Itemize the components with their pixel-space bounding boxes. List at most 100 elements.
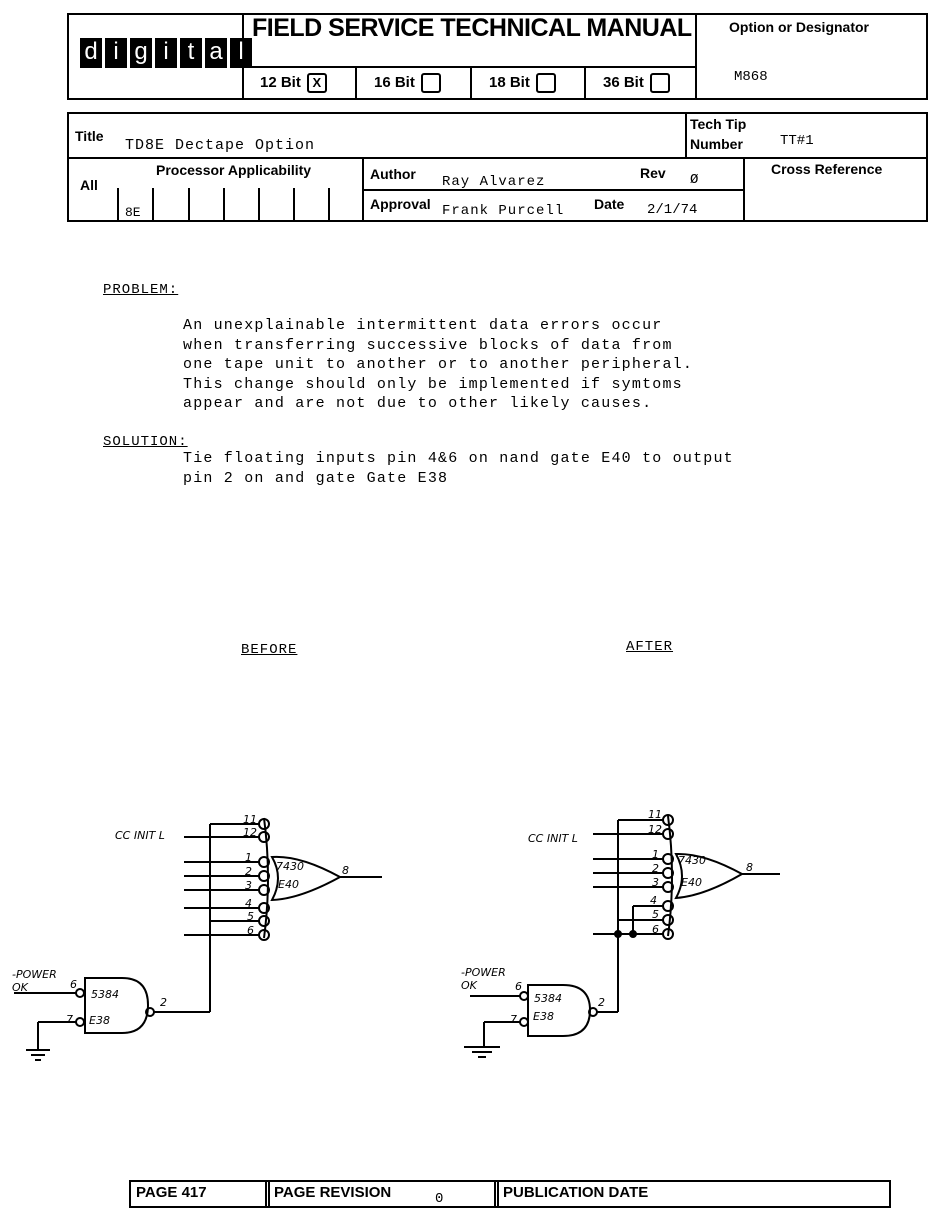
after-nand-chip: 7430 bbox=[678, 854, 706, 867]
after-pin-5: 5 bbox=[652, 908, 659, 921]
bit-option-16: 16 Bit bbox=[374, 73, 441, 93]
date-label: Date bbox=[594, 196, 625, 212]
checkbox-18-bit bbox=[535, 73, 556, 93]
solution-text: Tie floating inputs pin 4&6 on nand gate… bbox=[183, 450, 734, 487]
checkbox-16-bit bbox=[420, 73, 441, 93]
divider bbox=[584, 66, 586, 99]
input-bubble bbox=[258, 915, 270, 927]
tech-tip-number-label: Number bbox=[690, 136, 743, 152]
processor-label: Processor Applicability bbox=[156, 162, 312, 178]
divider bbox=[258, 188, 260, 221]
checkbox-36-bit bbox=[649, 73, 670, 93]
footer-block bbox=[129, 1180, 891, 1208]
output-bubble bbox=[145, 1007, 155, 1017]
logo-letter: g bbox=[130, 38, 152, 68]
divider bbox=[362, 189, 744, 191]
info-block bbox=[67, 112, 928, 222]
before-pin-2: 2 bbox=[245, 865, 252, 878]
divider bbox=[268, 1180, 270, 1208]
logo-letter: d bbox=[80, 38, 102, 68]
bit-label: 36 Bit bbox=[603, 73, 644, 91]
page-revision-label: PAGE REVISION bbox=[274, 1184, 392, 1201]
before-schematic bbox=[14, 817, 382, 1061]
after-power-ok-label: -POWER OK bbox=[461, 966, 506, 992]
divider bbox=[743, 157, 745, 221]
after-and-pin-a: 6 bbox=[515, 980, 522, 993]
before-power-ok-label: -POWER OK bbox=[12, 968, 57, 994]
logo-letter: a bbox=[205, 38, 227, 68]
divider bbox=[223, 188, 225, 221]
divider bbox=[188, 188, 190, 221]
input-bubble bbox=[519, 991, 529, 1001]
bit-label: 12 Bit bbox=[260, 73, 301, 91]
junction-dot bbox=[629, 930, 637, 938]
divider bbox=[695, 13, 697, 100]
after-pin-12: 12 bbox=[648, 823, 662, 836]
input-bubble bbox=[75, 1017, 85, 1027]
publication-date-label: PUBLICATION DATE bbox=[503, 1184, 649, 1201]
before-pin-5: 5 bbox=[247, 910, 254, 923]
approval-label: Approval bbox=[370, 196, 431, 212]
processor-value: 8E bbox=[125, 205, 141, 220]
divider bbox=[470, 66, 472, 99]
after-schematic bbox=[464, 814, 780, 1058]
problem-heading: PROBLEM: bbox=[103, 282, 179, 298]
tech-tip-value: TT#1 bbox=[780, 133, 814, 149]
logo-letter: i bbox=[155, 38, 177, 68]
output-bubble bbox=[588, 1007, 598, 1017]
before-pin-11: 11 bbox=[243, 813, 257, 826]
divider bbox=[265, 1180, 267, 1208]
bit-option-12: 12 Bit X bbox=[260, 73, 327, 93]
bit-option-36: 36 Bit bbox=[603, 73, 670, 93]
problem-text: An unexplainable intermittent data error… bbox=[183, 317, 694, 412]
before-pin-4: 4 bbox=[245, 897, 252, 910]
solution-heading: SOLUTION: bbox=[103, 434, 188, 450]
cross-reference-label: Cross Reference bbox=[771, 161, 883, 177]
after-and-ref: E38 bbox=[533, 1010, 554, 1023]
after-pin-4: 4 bbox=[650, 894, 657, 907]
after-and-pin-b: 7 bbox=[510, 1013, 517, 1026]
input-bubble bbox=[662, 914, 674, 926]
before-label: BEFORE bbox=[241, 642, 298, 658]
tech-tip-label: Tech Tip bbox=[690, 116, 747, 132]
nand-gate-e40-body bbox=[270, 855, 343, 902]
logo-letter: l bbox=[230, 38, 252, 68]
divider bbox=[355, 66, 357, 99]
before-pin-1: 1 bbox=[245, 851, 252, 864]
divider bbox=[497, 1180, 499, 1208]
input-bubble bbox=[258, 831, 270, 843]
designator-label: Option or Designator bbox=[729, 19, 869, 35]
divider bbox=[67, 157, 928, 159]
input-bracket bbox=[263, 817, 269, 939]
after-cc-init-label: CC INIT L bbox=[528, 832, 578, 845]
after-label: AFTER bbox=[626, 639, 674, 655]
nand-gate-e40-body bbox=[674, 852, 745, 900]
approval-value: Frank Purcell bbox=[442, 203, 565, 219]
rev-label: Rev bbox=[640, 165, 666, 181]
before-and-out-pin: 2 bbox=[160, 996, 167, 1009]
header-block bbox=[67, 13, 928, 100]
checkbox-12-bit: X bbox=[306, 73, 327, 93]
input-bubble bbox=[75, 988, 85, 998]
divider bbox=[293, 188, 295, 221]
bit-option-18: 18 Bit bbox=[489, 73, 556, 93]
logo-letter: t bbox=[180, 38, 202, 68]
after-and-chip: 5384 bbox=[534, 992, 562, 1005]
after-pin-6: 6 bbox=[652, 923, 659, 936]
before-and-pin-a: 6 bbox=[70, 978, 77, 991]
digital-logo: d i g i t a l bbox=[80, 38, 252, 68]
divider bbox=[685, 112, 687, 158]
after-and-out-pin: 2 bbox=[598, 996, 605, 1009]
logo-letter: i bbox=[105, 38, 127, 68]
after-pin-11: 11 bbox=[648, 808, 662, 821]
all-label: All bbox=[80, 177, 98, 193]
bit-label: 18 Bit bbox=[489, 73, 530, 91]
after-nand-ref: E40 bbox=[681, 876, 702, 889]
author-value: Ray Alvarez bbox=[442, 174, 546, 190]
bit-label: 16 Bit bbox=[374, 73, 415, 91]
before-cc-init-label: CC INIT L bbox=[115, 829, 165, 842]
page-revision-value: 0 bbox=[435, 1191, 444, 1207]
after-pin-2: 2 bbox=[652, 862, 659, 875]
before-nand-ref: E40 bbox=[278, 878, 299, 891]
divider bbox=[242, 66, 696, 68]
